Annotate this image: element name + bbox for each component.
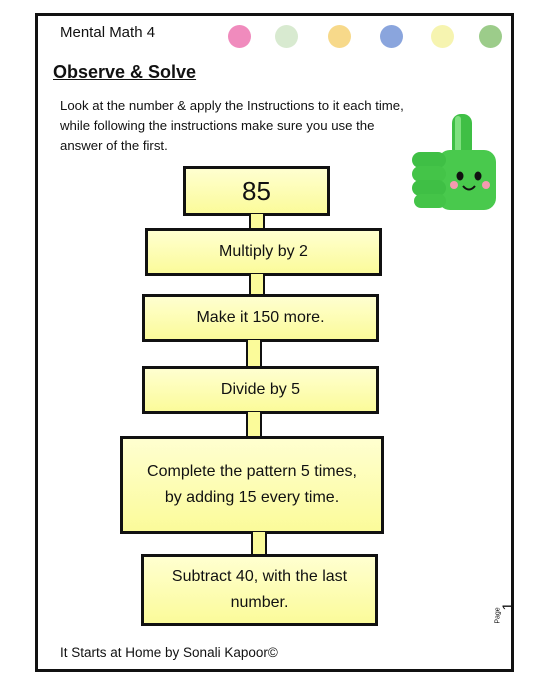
step-box-2: Make it 150 more. [142,294,379,342]
thumbs-up-character-icon [412,114,496,210]
section-heading: Observe & Solve [53,62,197,82]
connector [249,214,265,230]
start-number: 85 [242,176,271,206]
page-number-marker: Page 1 [495,598,518,630]
connector [246,412,262,438]
connector [251,532,267,556]
step-box-3: Divide by 5 [142,366,379,414]
page-number: 1 [499,602,517,611]
decorative-dot-cream [431,25,454,48]
step-box-4: Complete the pattern 5 times, by adding … [120,436,384,534]
decorative-dot-pink [228,25,251,48]
step-text: Complete the pattern 5 times, by adding … [147,463,357,506]
decorative-dot-blue [380,25,403,48]
step-text: Multiply by 2 [219,243,308,260]
step-text: Subtract 40, with the last number. [171,568,348,611]
step-box-5: Subtract 40, with the last number. [141,554,378,626]
page-border [35,13,514,672]
connector [246,340,262,368]
decorative-dot-yellow [328,25,351,48]
footer-credit: It Starts at Home by Sonali Kapoor© [60,645,278,660]
step-text: Make it 150 more. [196,309,325,326]
decorative-dot-mint [275,25,298,48]
step-text: Divide by 5 [220,381,301,398]
step-box-1: Multiply by 2 [145,228,382,276]
start-number-box: 85 [183,166,330,216]
decorative-dot-green [479,25,502,48]
instructions-text: Look at the number & apply the Instructi… [60,98,404,153]
connector [249,274,265,296]
worksheet-title: Mental Math 4 [60,24,156,41]
